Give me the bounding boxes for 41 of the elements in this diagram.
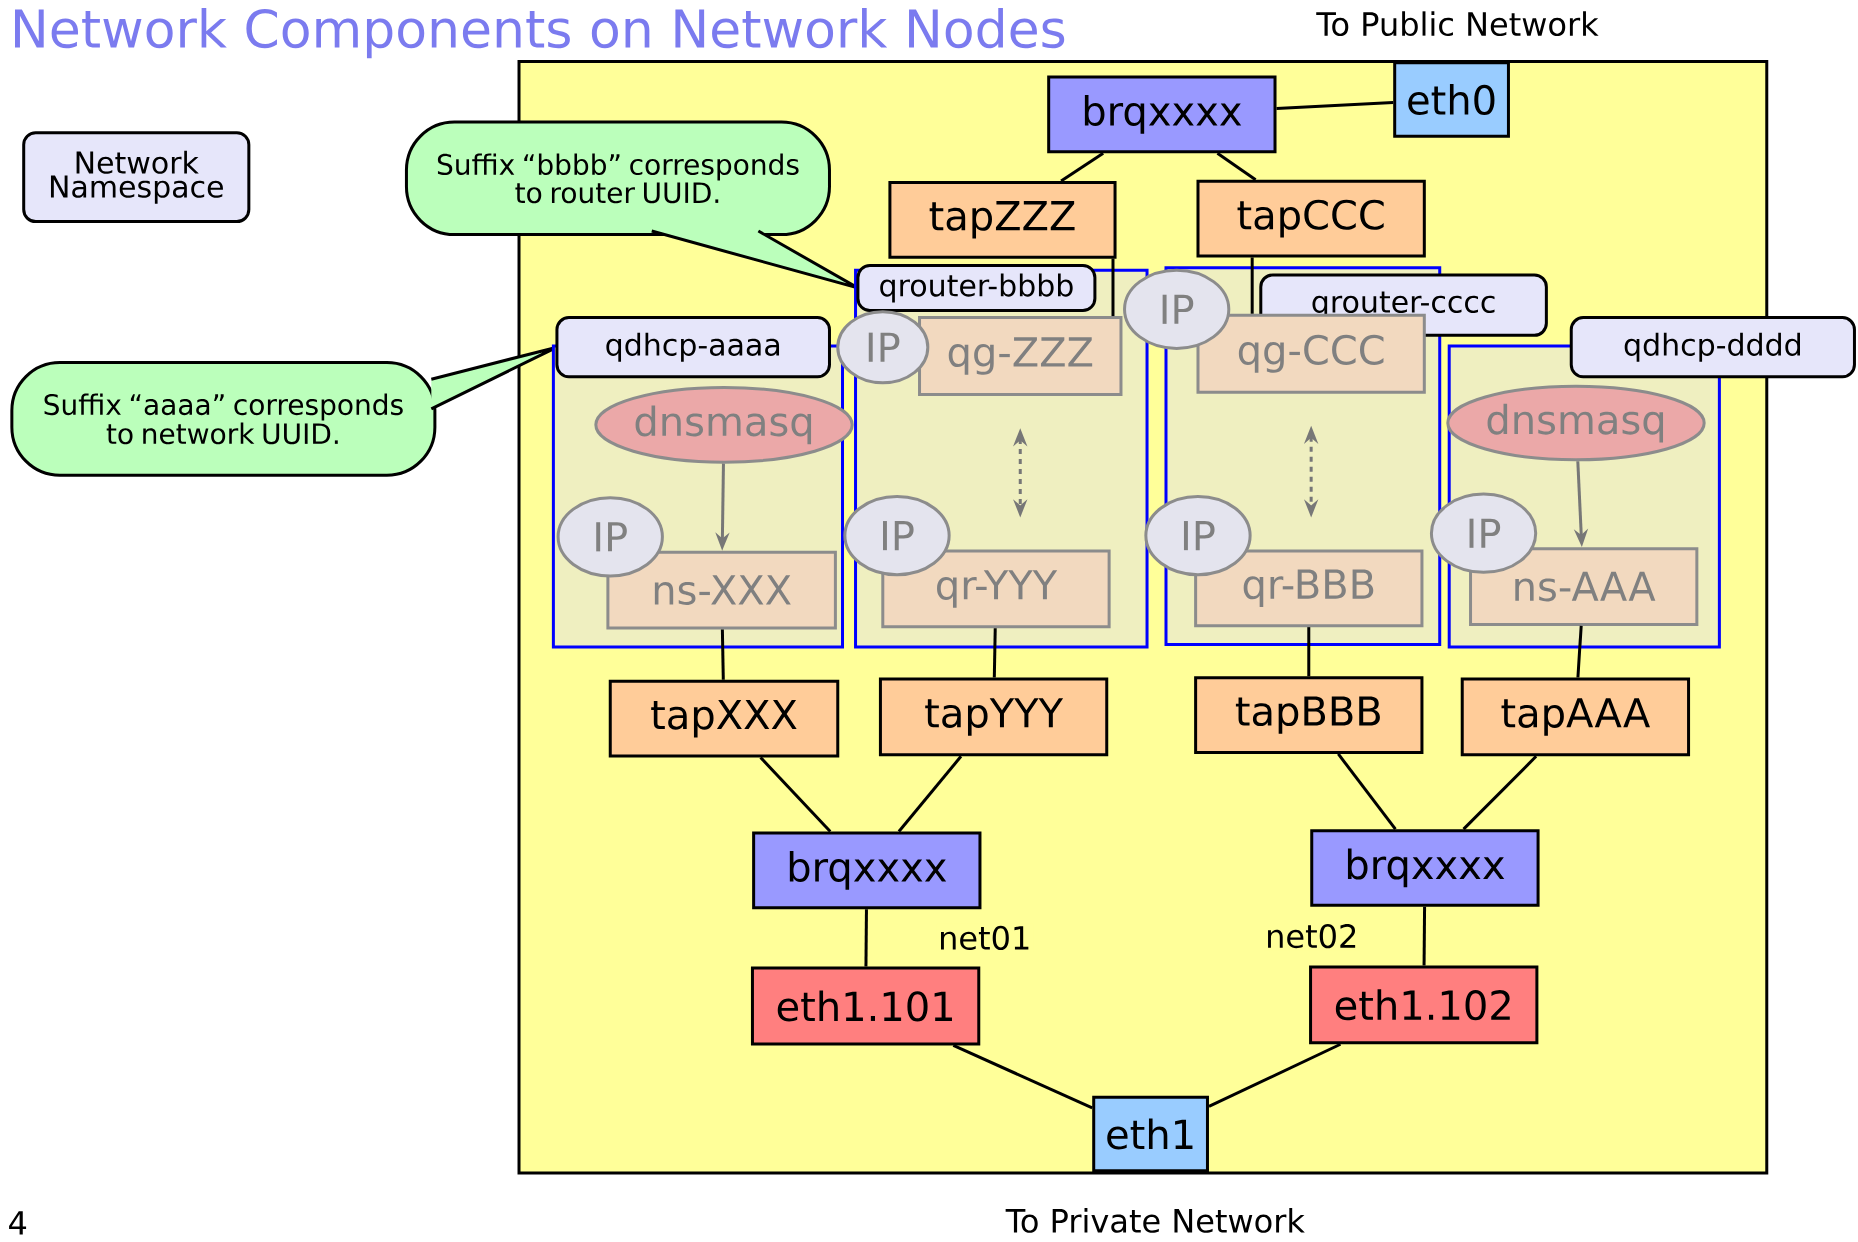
interface-box: eth1.101 [750,966,981,1046]
page-number: 4 [9,1211,27,1235]
connector-line [759,756,832,833]
interface-box: tapYYY [878,677,1109,757]
connector-line [1462,755,1538,831]
connector-line [1422,906,1427,966]
connector-line [720,629,725,680]
interface-box: eth0 [1393,61,1510,138]
port-box: qr-YYY [881,549,1111,629]
interface-box: tapXXX [608,679,840,758]
connector-line [1060,152,1104,183]
caption-text: To Public Network [1316,11,1599,37]
interface-box: tapBBB [1194,676,1424,755]
connector-line [897,755,963,833]
interface-box: eth1.102 [1309,965,1539,1045]
legend-box: Network Namespace [22,131,251,224]
port-box: ns-AAA [1469,547,1699,627]
port-box: qr-BBB [1194,549,1424,628]
bridge-box: brqxxxx [752,831,982,910]
connector-line [864,909,868,967]
bridge-box: brqxxxx [1047,75,1277,154]
edge-label: net01 [936,923,1034,953]
port-box: ns-XXX [606,550,837,630]
connector-line [1307,627,1311,677]
edge-label: net02 [1263,922,1361,951]
interface-box: eth1 [1092,1095,1209,1173]
connector-line [952,1044,1093,1110]
title: Network Components on Network Nodes [15,8,1065,59]
caption-text: To Private Network [1005,1208,1305,1233]
connector-line [1337,753,1397,831]
interface-box: tapAAA [1460,677,1691,757]
bridge-box: brqxxxx [1310,829,1540,907]
connector-line [1208,1043,1342,1108]
port-box: qg-CCC [1196,313,1426,394]
interface-box: tapCCC [1196,179,1426,258]
connector-line [1216,152,1257,182]
port-box: qg-ZZZ [918,316,1123,397]
connector-line [1576,625,1583,678]
connector-line [992,628,997,678]
interface-box: tapZZZ [888,181,1117,259]
connector-line [1276,101,1394,111]
